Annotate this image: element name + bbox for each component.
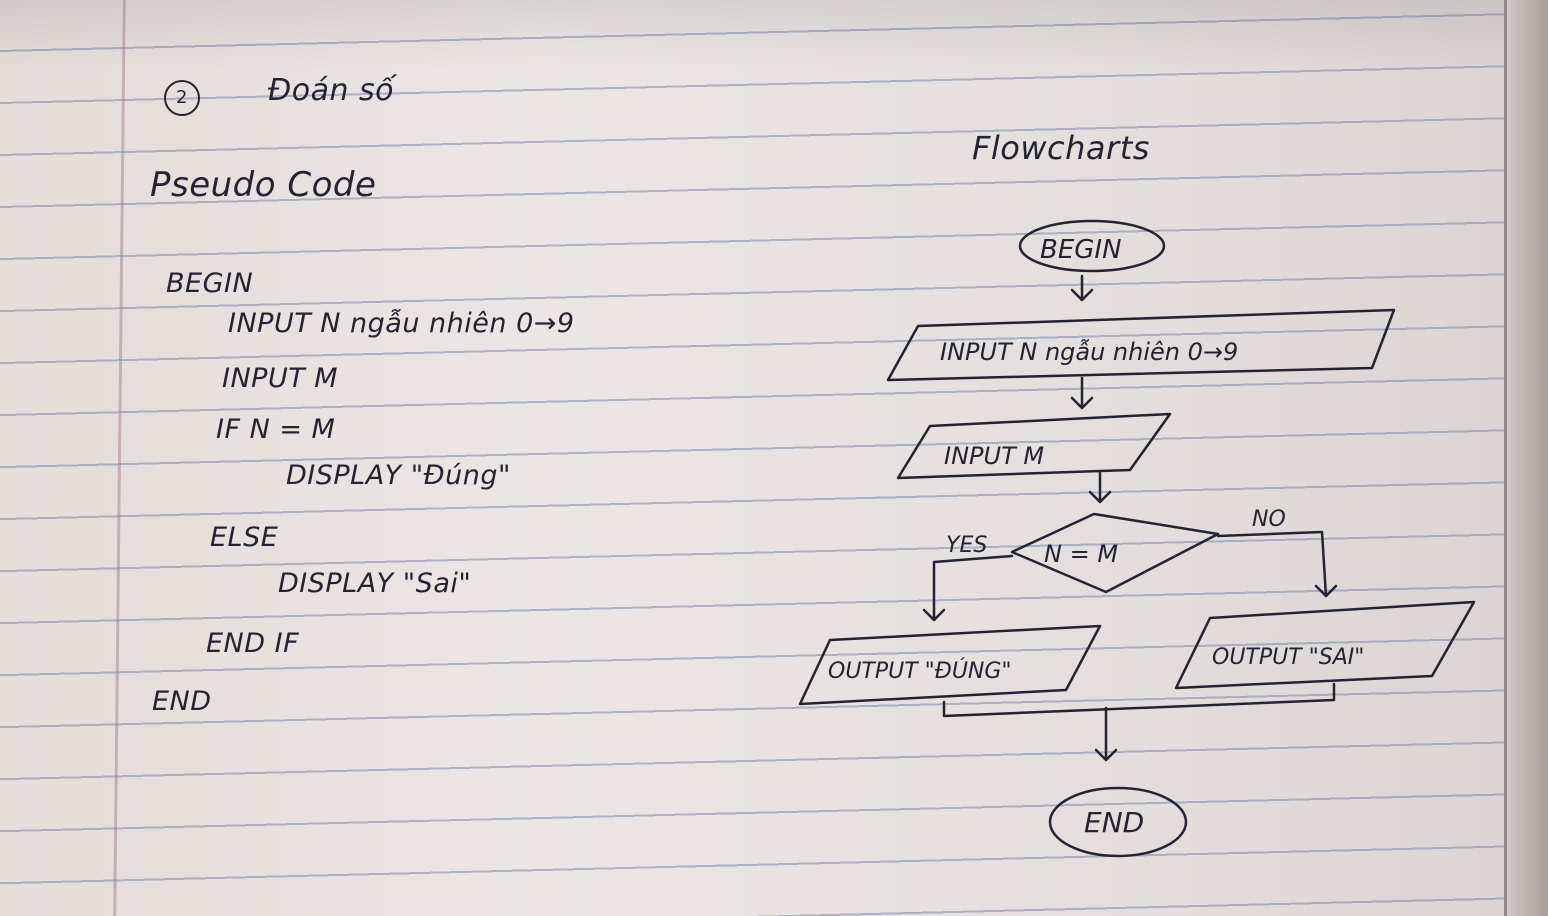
- pseudo-line-display-sai: DISPLAY "Sai": [278, 568, 472, 599]
- notebook-edge: [1504, 0, 1548, 916]
- input-n-parallelogram: [886, 308, 1396, 382]
- arrow-begin-to-input-n: [1070, 274, 1094, 302]
- arrow-input-n-to-input-m: [1070, 376, 1094, 410]
- pseudo-line-if: IF N = M: [216, 414, 336, 445]
- no-label: NO: [1252, 507, 1286, 532]
- decision-diamond: [1010, 512, 1220, 594]
- output-no-label: OUTPUT "SAI": [1212, 645, 1364, 670]
- exercise-number: 2: [164, 80, 200, 116]
- begin-terminal: [1018, 219, 1166, 273]
- arrow-to-end: [1094, 706, 1118, 762]
- output-no-parallelogram: [1174, 600, 1476, 690]
- yes-label: YES: [946, 533, 987, 558]
- input-m-parallelogram: [896, 412, 1172, 480]
- begin-label: BEGIN: [1040, 235, 1122, 265]
- yes-branch-line: [922, 554, 1014, 622]
- exercise-title: Đoán số: [268, 73, 395, 108]
- output-yes-parallelogram: [798, 624, 1102, 706]
- output-yes-label: OUTPUT "ĐÚNG": [828, 658, 1012, 684]
- pseudo-line-input-m: INPUT M: [222, 363, 339, 394]
- no-branch-line: [1216, 530, 1338, 598]
- flowcharts-heading: Flowcharts: [972, 129, 1150, 167]
- pseudo-line-else: ELSE: [210, 522, 279, 553]
- input-m-label: INPUT M: [944, 442, 1044, 470]
- end-label: END: [1084, 806, 1144, 839]
- merge-line: [942, 682, 1336, 718]
- end-terminal: [1048, 786, 1188, 858]
- pseudo-line-begin: BEGIN: [166, 268, 254, 299]
- decision-label: N = M: [1044, 540, 1118, 568]
- page-shadow: [0, 0, 1548, 70]
- pseudo-code-heading: Pseudo Code: [150, 165, 377, 205]
- input-n-label: INPUT N ngẫu nhiên 0→9: [940, 337, 1238, 366]
- pseudo-line-end: END: [152, 686, 212, 717]
- pseudo-line-end-if: END IF: [206, 628, 300, 659]
- arrow-input-m-to-decision: [1088, 470, 1112, 504]
- pseudo-line-input-n: INPUT N ngẫu nhiên 0→9: [228, 308, 575, 339]
- pseudo-line-display-dung: DISPLAY "Đúng": [286, 460, 511, 491]
